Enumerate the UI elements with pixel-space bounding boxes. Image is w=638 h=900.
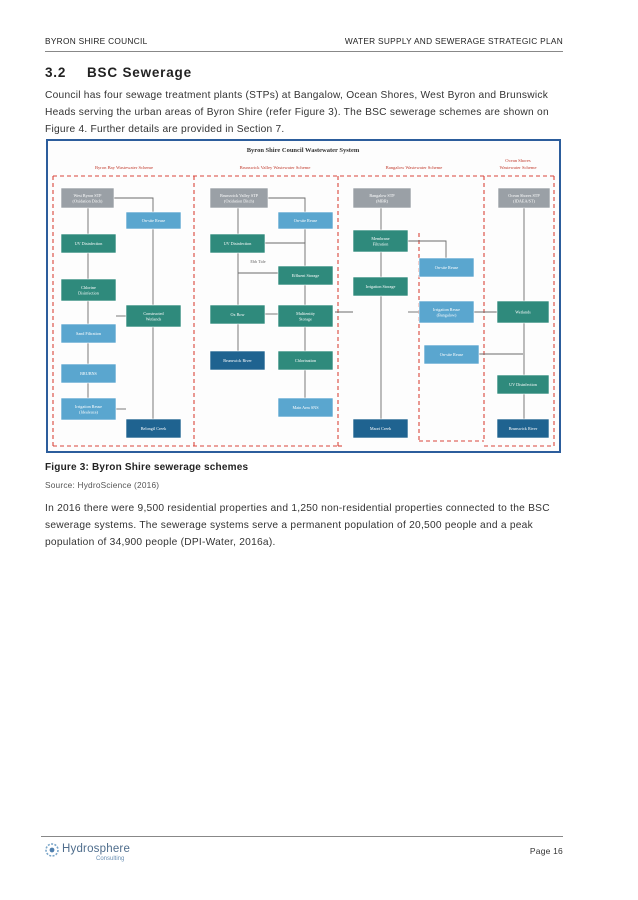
footer-rule [41,836,563,837]
box-os-stp [497,187,551,209]
box-os-uv [496,374,550,395]
box-bv-multi [277,304,334,328]
box-byron-irrigation [60,397,117,421]
flow-connector-13 [268,197,306,212]
flow-connector-23 [408,240,447,258]
box-bv-river [209,350,266,371]
box-bg-onsite2 [423,344,480,365]
box-bg-membrane [352,229,409,253]
box-label-bg-membrane: Membrane [371,236,389,241]
section-heading: 3.2 BSC Sewerage [45,65,192,80]
box-label-bv-effluent: Effluent Storage [292,273,320,278]
box-bv-stp [209,187,269,209]
scheme-heading-ocean-shores-2: Wastewater Scheme [499,165,536,170]
scheme-heading-brunswick-valley: Brunswick Valley Wastewater Scheme [240,165,311,170]
section-number: 3.2 [45,65,67,80]
box-bg-stp [352,187,412,209]
logo-brand: Hydrosphere [62,843,131,855]
box-label-bg-onsite2: On-site Reuse [440,352,464,357]
box-label-byron-chlorine-2: Disinfection [78,290,100,295]
diagram-title: Byron Shire Council Wastewater System [247,147,360,154]
box-byron-chlorine [60,278,117,302]
box-label-byron-irrigation: Irrigation Reuse [75,404,102,409]
box-label-os-stp: Ocean Shores STP [508,193,540,198]
box-os-wetlands [496,300,550,324]
box-label-bg-membrane-2: Filtration [373,241,389,246]
section-title: BSC Sewerage [87,65,192,80]
box-byron-onsite-reuse [125,211,182,230]
box-bv-effluent [277,265,334,286]
connections-paragraph: In 2016 there were 9,500 residential pro… [45,503,550,548]
box-label-bv-multi-2: Storage [299,316,312,321]
box-byron-wetlands [125,304,182,328]
box-label-bv-chlor: Chlorination [295,358,317,363]
box-label-bg-maori: Maori Creek [370,426,392,431]
header-council: BYRON SHIRE COUNCIL [45,36,148,46]
box-label-byron-chlorine: Chlorine [81,285,96,290]
box-bg-irrstore [352,276,409,297]
box-label-byron-wetlands-2: Wetlands [146,316,162,321]
box-bg-maori [352,418,409,439]
box-bv-uv [209,233,266,254]
logo-subtitle: Consulting [96,856,125,862]
box-label-bv-uv: UV Disinfection [224,241,253,246]
box-label-bg-irrstore: Irrigation Storage [366,284,396,289]
box-label-west-byron-stp: West Byron STP [73,193,102,198]
box-byron-sand [60,323,117,344]
box-label-byron-uv: UV Disinfection [75,241,104,246]
box-byron-brubns [60,363,117,384]
box-label-bv-river: Brunswick River [223,358,252,363]
page-header: BYRON SHIRE COUNCIL WATER SUPPLY AND SEW… [45,33,563,52]
box-label-bv-oxbow: Ox Bow [230,312,244,317]
box-bg-irrreuse [418,300,475,324]
figure-caption: Figure 3: Byron Shire sewerage schemes [45,462,249,473]
box-label-os-river: Brunswick River [509,426,538,431]
hydrosphere-logo-icon [45,843,59,857]
box-label-byron-sand: Sand Filtration [76,331,102,336]
header-plan-title: WATER SUPPLY AND SEWERAGE STRATEGIC PLAN [344,36,563,46]
box-label-os-uv: UV Disinfection [509,382,538,387]
box-bv-chlor [277,350,334,371]
scheme-heading-bangalow: Bangalow Wastewater Scheme [386,165,443,170]
ebb-tide-label: Ebb Tide [250,259,265,264]
box-bv-oxbow [209,304,266,325]
box-bv-mainarm [277,397,334,418]
box-label-bg-irrreuse-2: (Bangalow) [437,312,457,317]
box-label-bv-stp-2: (Oxidation Ditch) [224,198,254,203]
sewerage-flow-diagram: Byron Shire Council Wastewater SystemByr… [52,147,555,447]
box-label-os-wetlands: Wetlands [515,310,531,315]
box-label-os-stp-2: (IDAEA/ST) [513,198,535,203]
box-label-bg-stp-2: (MBR) [376,198,389,203]
box-bv-onsite [277,211,334,230]
flow-connector-11 [265,242,306,266]
flow-connector-8 [114,197,154,212]
box-label-west-byron-stp-2: (Oxidation Ditch) [73,198,103,203]
box-label-bv-mainarm: Main Arm SNS [292,405,319,410]
box-bg-onsite [418,257,475,278]
box-label-bv-stp: Brunswick Valley STP [220,193,259,198]
scheme-heading-byron-bay: Byron Bay Wastewater Scheme [95,165,153,170]
box-label-bg-stp: Bangalow STP [369,193,395,198]
page-number: Page 16 [529,846,563,856]
box-label-bv-multi: Multientity [296,311,316,316]
box-os-river [496,418,550,439]
intro-paragraph: Council has four sewage treatment plants… [45,90,549,135]
box-label-bg-onsite: On-site Reuse [435,265,459,270]
box-label-byron-belongil: Belongil Creek [141,426,167,431]
box-label-bg-irrreuse: Irrigation Reuse [433,307,460,312]
box-west-byron-stp [60,187,115,209]
figure-source: Source: HydroScience (2016) [45,480,160,490]
box-byron-uv [60,233,117,254]
hydrosphere-logo: Hydrosphere Consulting [44,842,144,868]
box-label-byron-onsite-reuse: On-site Reuse [142,218,166,223]
box-label-bv-onsite: On-site Reuse [294,218,318,223]
box-label-byron-brubns: BRUBNS [80,371,97,376]
scheme-heading-ocean-shores: Ocean Shores [505,158,531,163]
box-label-byron-irrigation-2: (Idealeuca) [79,409,98,414]
box-byron-belongil [125,418,182,439]
box-label-byron-wetlands: Constructed [143,311,164,316]
